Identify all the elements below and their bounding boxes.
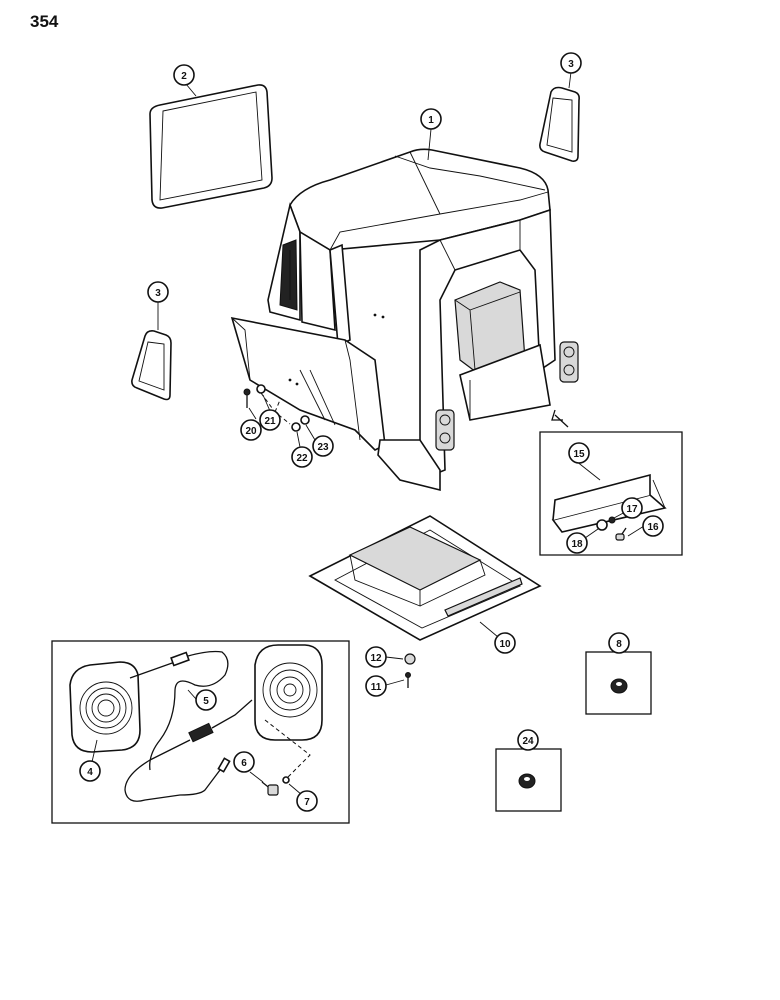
callout-label: 24: [522, 736, 534, 747]
lamp-kit-box: [51, 640, 350, 824]
leader-lines: [91, 71, 645, 796]
page-number: 354: [30, 12, 59, 31]
callout-24: 24: [517, 729, 539, 751]
rear-window-seal: [149, 84, 273, 209]
callout-4: 4: [79, 760, 101, 782]
callout-12: 12: [365, 646, 387, 668]
callout-15: 15: [568, 442, 590, 464]
side-panel-hardware: [243, 384, 310, 432]
callout-label: 3: [155, 288, 161, 299]
callout-label: 18: [571, 539, 583, 550]
callout-6: 6: [233, 751, 255, 773]
callout-label: 23: [317, 442, 329, 453]
callout-label: 2: [181, 71, 187, 82]
part-8-box: [585, 651, 652, 715]
callout-16: 16: [642, 515, 664, 537]
callout-label: 10: [499, 639, 511, 650]
callout-20: 20: [240, 419, 262, 441]
quarter-window-seal-left: [131, 330, 172, 401]
callout-label: 22: [296, 453, 308, 464]
callout-3b: 3: [147, 281, 169, 303]
part-24-box: [495, 748, 562, 812]
callout-21: 21: [259, 409, 281, 431]
callout-label: 16: [647, 522, 659, 533]
callout-8: 8: [608, 632, 630, 654]
callout-label: 15: [573, 449, 585, 460]
callout-1: 1: [420, 108, 442, 130]
cab-frame: [230, 148, 579, 492]
callout-label: 3: [568, 59, 574, 70]
callout-18: 18: [566, 532, 588, 554]
callout-label: 17: [626, 504, 638, 515]
callout-5: 5: [195, 689, 217, 711]
callout-23: 23: [312, 435, 334, 457]
callout-11: 11: [365, 675, 387, 697]
callout-label: 8: [616, 639, 622, 650]
callout-label: 5: [203, 696, 209, 707]
callout-label: 4: [87, 767, 93, 778]
callout-label: 6: [241, 758, 247, 769]
callout-label: 7: [304, 797, 310, 808]
floor-mat: [308, 515, 542, 641]
callout-label: 20: [245, 426, 257, 437]
mat-hardware: [404, 653, 416, 688]
callout-3a: 3: [560, 52, 582, 74]
callout-2: 2: [173, 64, 195, 86]
callout-22: 22: [291, 446, 313, 468]
callout-label: 21: [264, 416, 276, 427]
callout-label: 11: [371, 682, 382, 693]
callout-10: 10: [494, 632, 516, 654]
callout-label: 1: [428, 115, 434, 126]
callout-17: 17: [621, 497, 643, 519]
quarter-window-seal-right: [539, 86, 580, 162]
callout-7: 7: [296, 790, 318, 812]
callout-label: 12: [370, 653, 382, 664]
